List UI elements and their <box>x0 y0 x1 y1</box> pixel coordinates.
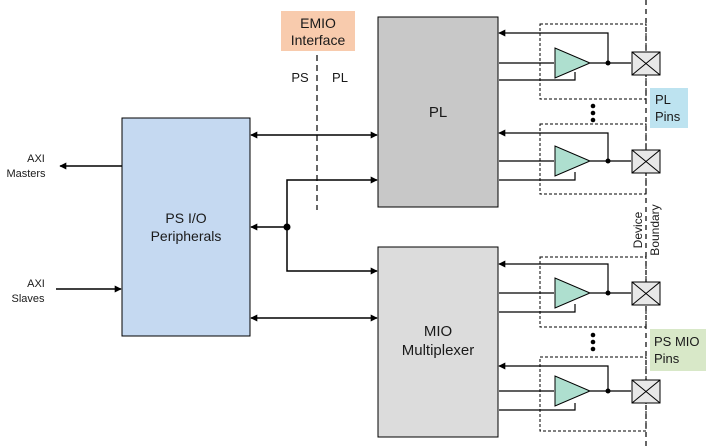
junction-to-mio-arrow <box>286 227 378 275</box>
ellipsis-dot <box>590 346 596 352</box>
node-dot <box>605 388 611 394</box>
device-boundary-label-2: Boundary <box>648 204 662 255</box>
ellipsis-dot <box>590 110 596 116</box>
ps-io-peripherals-block <box>121 117 251 337</box>
output-buffer-icon <box>554 145 592 177</box>
pl-pins-label-box <box>650 88 688 128</box>
input-return-arrow <box>498 260 609 293</box>
ps-mio-pins-line1: PS MIO <box>654 334 700 349</box>
mio-pin-group-1 <box>498 256 661 328</box>
ps-io-line2: Peripherals <box>151 228 222 244</box>
pin-pad-cross <box>631 281 661 306</box>
output-enable-line <box>499 304 576 313</box>
ps-side-label: PS <box>291 70 309 85</box>
output-enable-line <box>499 72 576 81</box>
ellipsis-dot <box>590 103 596 109</box>
mio-multiplexer-block <box>377 246 499 438</box>
pl-pin-group-1 <box>498 23 661 100</box>
mio-pin-ellipsis <box>590 332 596 352</box>
pl-pins-line1: PL <box>655 92 671 107</box>
axi-slaves-line2: Slaves <box>11 293 45 305</box>
input-return-arrow <box>498 29 609 63</box>
emio-interface-box <box>281 11 355 51</box>
mio-line2: Multiplexer <box>402 342 475 359</box>
node-dot <box>605 158 611 164</box>
ellipsis-dot <box>590 339 596 345</box>
pl-pins-line2: Pins <box>655 109 681 124</box>
output-enable-line <box>499 172 576 181</box>
pin-pad-cross <box>631 149 661 174</box>
ellipsis-dot <box>590 332 596 338</box>
output-buffer-icon <box>554 375 592 407</box>
input-return-arrow <box>498 362 609 391</box>
pl-pin-ellipsis <box>590 103 596 123</box>
emio-line1: EMIO <box>300 15 336 31</box>
pl-block-label: PL <box>429 104 447 121</box>
emio-line2: Interface <box>291 32 346 48</box>
junction-to-pl-arrow <box>286 176 378 227</box>
pin-pad-cross <box>631 51 661 76</box>
ps-mio-pins-line2: Pins <box>654 351 680 366</box>
mio-pin-group-2 <box>498 356 661 432</box>
ps-mio-pins-label-box <box>650 329 706 371</box>
node-dot <box>605 290 611 296</box>
node-dot <box>605 60 611 66</box>
pin-group-boundary <box>539 23 647 100</box>
ps-io-line1: PS I/O <box>165 210 206 226</box>
device-boundary-label-1: Device <box>631 211 645 248</box>
axi-masters-line2: Masters <box>6 168 46 180</box>
input-return-arrow <box>498 129 609 161</box>
pl-block <box>377 16 499 208</box>
axi-masters-line1: AXI <box>27 153 45 165</box>
ellipsis-dot <box>590 117 596 123</box>
junction-dot <box>283 223 291 231</box>
output-enable-line <box>499 403 576 411</box>
pl-pin-group-2 <box>498 123 661 195</box>
mio-line1: MIO <box>424 323 452 340</box>
output-buffer-icon <box>554 47 592 79</box>
pl-side-label: PL <box>332 70 348 85</box>
axi-slaves-line1: AXI <box>27 278 45 290</box>
output-buffer-icon <box>554 277 592 309</box>
pin-pad-cross <box>631 379 661 404</box>
